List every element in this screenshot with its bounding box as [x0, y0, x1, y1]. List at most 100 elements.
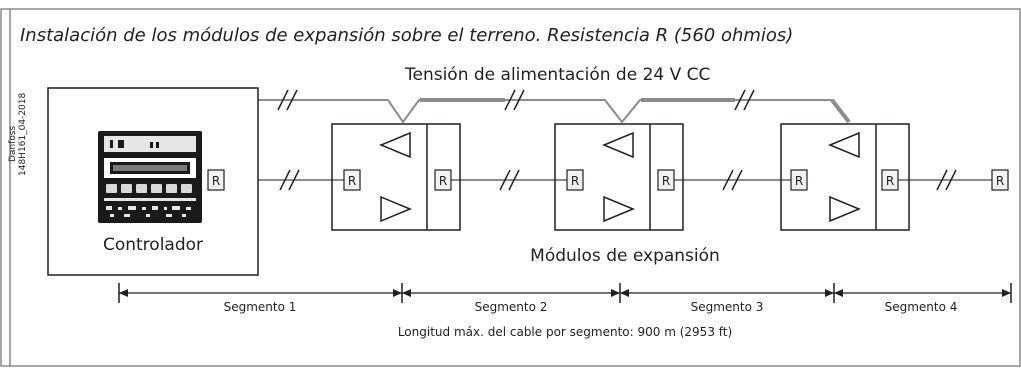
- device-terminal: [106, 206, 112, 210]
- resistor-label: R: [662, 174, 670, 188]
- doc-code-brand: Danfoss: [8, 125, 18, 162]
- device-terminal: [110, 214, 114, 217]
- arrowhead-left-icon: [402, 289, 411, 297]
- break-mark: [734, 89, 746, 111]
- figure-frame: [0, 8, 1021, 367]
- device-mark: [110, 140, 113, 148]
- expansion-module-2: [554, 123, 684, 231]
- triangle-left-icon: [602, 131, 634, 159]
- resistor-box: [657, 169, 675, 191]
- triangle-right-icon: [380, 195, 412, 223]
- break-mark: [279, 169, 291, 191]
- module-box: [331, 123, 461, 231]
- device-terminal: [186, 207, 191, 210]
- doc-code-number: 148H161_04-2018: [18, 92, 28, 176]
- device-key: [121, 184, 132, 193]
- resistor-module-3-in: R: [790, 169, 808, 191]
- device-keypad: [106, 184, 192, 193]
- arrowhead-right-icon: [611, 289, 620, 297]
- arrowhead-right-icon: [1002, 289, 1011, 297]
- device-key: [166, 184, 177, 193]
- break-mark: [508, 169, 520, 191]
- supply-wire-highlight-3: [830, 98, 851, 124]
- break-mark: [499, 169, 511, 191]
- resistor-label: R: [795, 174, 803, 188]
- resistor-module-2-in: R: [566, 169, 584, 191]
- device-terminal: [118, 207, 122, 210]
- device-key: [181, 184, 192, 193]
- device-key: [106, 184, 117, 193]
- device-display-text: [113, 165, 187, 171]
- module-box: [554, 123, 684, 231]
- device-key: [151, 184, 162, 193]
- supply-line-highlights: [420, 98, 851, 124]
- bus-break-marks: [279, 169, 957, 191]
- resistor-box: [207, 169, 225, 191]
- break-mark: [945, 169, 957, 191]
- resistor-box: [991, 169, 1009, 191]
- resistor-box: [343, 169, 361, 191]
- resistor-label: R: [439, 174, 447, 188]
- arrowhead-right-icon: [825, 289, 834, 297]
- triangle-right-icon: [603, 195, 635, 223]
- device-terminal: [182, 214, 186, 217]
- resistor-box: [434, 169, 452, 191]
- break-mark: [936, 169, 948, 191]
- resistor-label: R: [348, 174, 356, 188]
- controller-label: Controlador: [103, 235, 203, 255]
- arrowhead-left-icon: [620, 289, 629, 297]
- supply-wire: [258, 99, 850, 124]
- controller-device-icon: [98, 131, 202, 223]
- supply-voltage-label: Tensión de alimentación de 24 V CC: [404, 65, 710, 85]
- figure-title: Instalación de los módulos de expansión …: [20, 25, 793, 46]
- resistor-box: [881, 169, 899, 191]
- resistor-label: R: [571, 174, 579, 188]
- controller: Controlador: [47, 87, 259, 276]
- resistor-label: R: [212, 174, 220, 188]
- resistor-label: R: [996, 174, 1004, 188]
- module-box: [780, 123, 910, 231]
- resistor-module-3-out: R: [881, 169, 899, 191]
- device-terminal: [146, 214, 150, 217]
- break-mark: [722, 169, 734, 191]
- supply-line: [258, 99, 850, 124]
- break-mark: [513, 89, 525, 111]
- supply-break-marks: [277, 89, 755, 111]
- segment-1-label: Segmento 1: [224, 300, 297, 314]
- break-mark: [286, 89, 298, 111]
- triangle-left-icon: [379, 131, 411, 159]
- arrowhead-left-icon: [119, 289, 128, 297]
- device-mark: [150, 142, 153, 148]
- device-terminal: [152, 206, 158, 210]
- resistor-module-2-out: R: [657, 169, 675, 191]
- resistor-box: [790, 169, 808, 191]
- expansion-module-3: [780, 123, 910, 231]
- device-terminal: [166, 214, 172, 217]
- device-terminal: [142, 207, 146, 210]
- segment-4-label: Segmento 4: [885, 300, 958, 314]
- max-cable-length-note: Longitud máx. del cable por segmento: 90…: [398, 325, 732, 339]
- segment-2-label: Segmento 2: [475, 300, 548, 314]
- resistor-end: R: [991, 169, 1009, 191]
- resistor-module-1-out: R: [434, 169, 452, 191]
- break-mark: [504, 89, 516, 111]
- arrowhead-left-icon: [834, 289, 843, 297]
- resistors: R R R R R R R R: [207, 169, 1009, 191]
- device-terminal: [164, 207, 167, 210]
- break-mark: [277, 89, 289, 111]
- break-mark: [731, 169, 743, 191]
- device-terminals: [106, 206, 191, 217]
- arrowhead-right-icon: [393, 289, 402, 297]
- expansion-module-1: [331, 123, 461, 231]
- device-strip: [104, 198, 196, 201]
- triangle-left-icon: [828, 131, 860, 159]
- device-terminal: [124, 214, 130, 217]
- resistor-controller: R: [207, 169, 225, 191]
- modules-label: Módulos de expansión: [530, 246, 720, 266]
- resistor-box: [566, 169, 584, 191]
- triangle-right-icon: [829, 195, 861, 223]
- resistor-module-1-in: R: [343, 169, 361, 191]
- device-mark: [156, 142, 159, 148]
- segment-arrowheads: [119, 289, 1011, 297]
